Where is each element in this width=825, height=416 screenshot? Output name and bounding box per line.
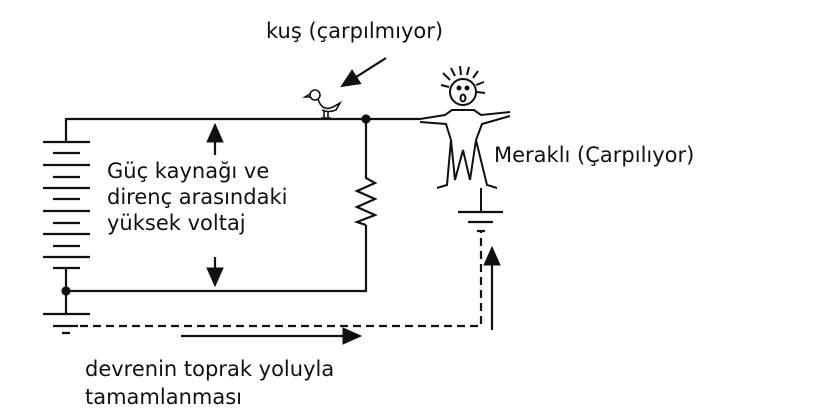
bird-arrow [340, 57, 387, 88]
person-icon [419, 65, 511, 212]
resistor-icon [353, 119, 378, 227]
battery-ground-icon [43, 312, 90, 335]
voltage-label-line: direnç arasındaki [107, 185, 288, 209]
bird-icon [302, 89, 343, 119]
voltage-label: Güç kaynağı ve direnç arasındaki yüksek … [107, 158, 287, 236]
voltage-label-line: Güç kaynağı ve [107, 159, 270, 183]
ground-path-label: devrenin toprak yoluyla tamamlanması [85, 355, 334, 411]
ground-path-label-line: devrenin toprak yoluyla [85, 357, 335, 381]
ground-path-label-line: tamamlanması [85, 385, 242, 409]
person-ground-icon [458, 210, 503, 233]
person-label: Meraklı (Çarpılıyor) [494, 143, 695, 167]
node [61, 286, 71, 296]
bird-label: kuş (çarpılmıyor) [266, 19, 444, 43]
ground-path-dashed [80, 232, 483, 328]
voltage-label-line: yüksek voltaj [107, 211, 246, 235]
top-wire [64, 117, 420, 142]
bottom-wire [66, 225, 368, 293]
